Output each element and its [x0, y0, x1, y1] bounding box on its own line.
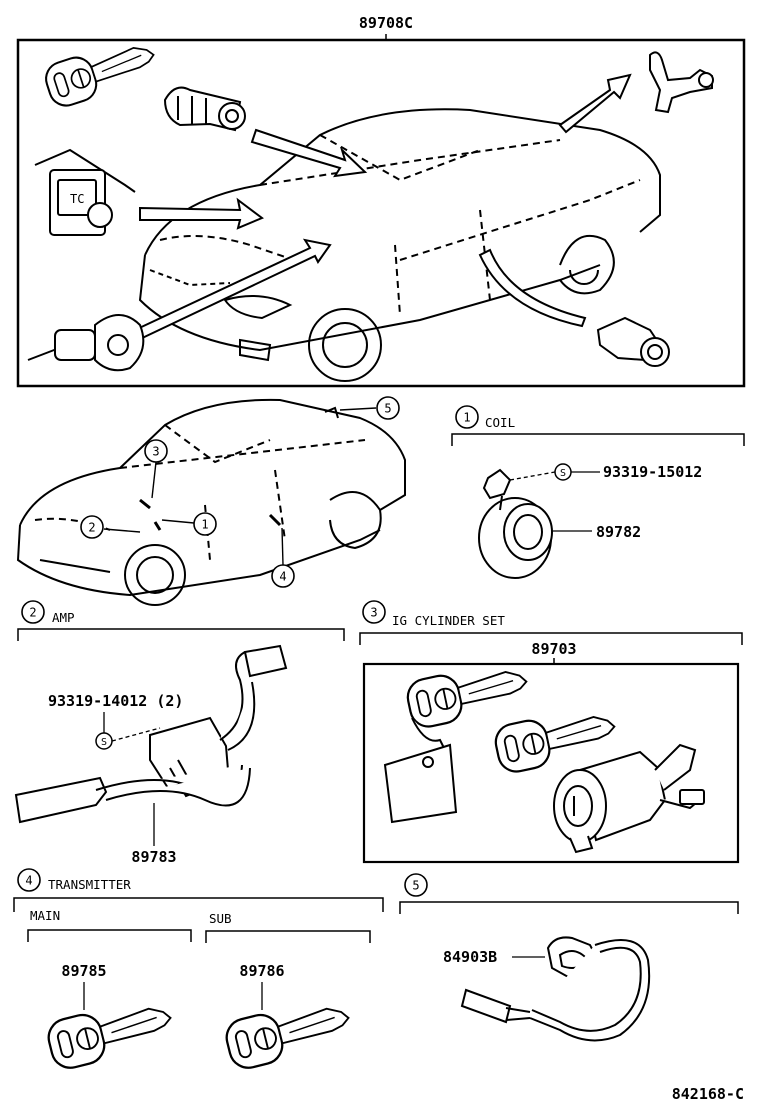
ig-cylinder-icon: [553, 743, 705, 854]
svg-text:TC: TC: [70, 192, 84, 206]
locator-leaders: [103, 407, 377, 566]
coil-screw-part-number: 93319-15012: [603, 463, 702, 481]
five-switch-icon: [460, 936, 651, 1042]
transmitter-sub-label: SUB: [209, 911, 232, 926]
coil-section-label: COIL: [485, 415, 515, 430]
section-five: 5 84903B: [399, 873, 739, 1042]
overview-car: [138, 108, 661, 382]
amp-screw-mark: S: [101, 737, 107, 748]
amp-part-number: 89783: [131, 848, 176, 866]
callout-5-number: 5: [384, 402, 391, 416]
coil-screw-mark: S: [560, 468, 566, 479]
ig-key-icon-1: [403, 657, 533, 732]
coil-icon: [478, 468, 553, 579]
overview-part-number: 89708C: [359, 14, 413, 32]
overview-key-icon: [40, 32, 162, 111]
transmitter-main-label: MAIN: [30, 908, 60, 923]
coil-part-number: 89782: [596, 523, 641, 541]
ig-part-number: 89703: [531, 640, 576, 658]
transmitter-section-label: TRANSMITTER: [48, 877, 131, 892]
overview-ecu-icon: TC: [34, 148, 136, 236]
transmitter-sub-part-number: 89786: [239, 962, 284, 980]
locator-car: [16, 398, 406, 606]
five-part-number: 84903B: [443, 948, 497, 966]
ig-set-frame: [362, 662, 740, 864]
ig-tag-icon: [383, 717, 458, 824]
ig-section-label: IG CYLINDER SET: [392, 613, 505, 628]
amp-screw-part-number: 93319-14012 (2): [48, 692, 183, 710]
amp-icon: [14, 644, 288, 824]
callout-2-marker: 2: [80, 515, 104, 539]
section-amp: 2 AMP 93319-14012 (2) S 89783: [14, 600, 345, 866]
overview-door-cylinder-icon: [596, 316, 670, 367]
ig-section-number: 3: [370, 606, 377, 620]
transmitter-main-part-number: 89785: [61, 962, 106, 980]
callout-5-marker: 5: [376, 396, 400, 420]
callout-2-number: 2: [88, 521, 95, 535]
overview-trunk-switch-icon: [649, 51, 714, 114]
callout-3-number: 3: [152, 445, 159, 459]
transmitter-section-number: 4: [25, 874, 32, 888]
callout-1-number: 1: [201, 518, 208, 532]
callout-4-marker: 4: [271, 564, 295, 588]
section-coil: 1 COIL S 93319-15012 89782: [451, 405, 745, 579]
callout-4-number: 4: [279, 570, 286, 584]
overview-ignition-coil-icon: [27, 314, 145, 372]
overview-frame: [16, 38, 746, 388]
section-transmitter: 4 TRANSMITTER MAIN SUB 89785 89786: [13, 868, 384, 1073]
section-ig-cylinder: 3 IG CYLINDER SET 89703: [359, 600, 743, 864]
footer-code: 842168-C: [672, 1085, 744, 1103]
five-section-number: 5: [412, 879, 419, 893]
transmitter-sub-key-icon: [221, 992, 356, 1073]
transmitter-main-key-icon: [43, 992, 178, 1073]
amp-section-label: AMP: [52, 610, 75, 625]
overview-arrows: [133, 73, 632, 342]
callout-3-marker: 3: [144, 439, 168, 463]
amp-section-number: 2: [29, 606, 36, 620]
coil-section-number: 1: [463, 411, 470, 425]
callout-1-marker: 1: [193, 512, 217, 536]
overview-door-lock-icon: [163, 86, 246, 132]
